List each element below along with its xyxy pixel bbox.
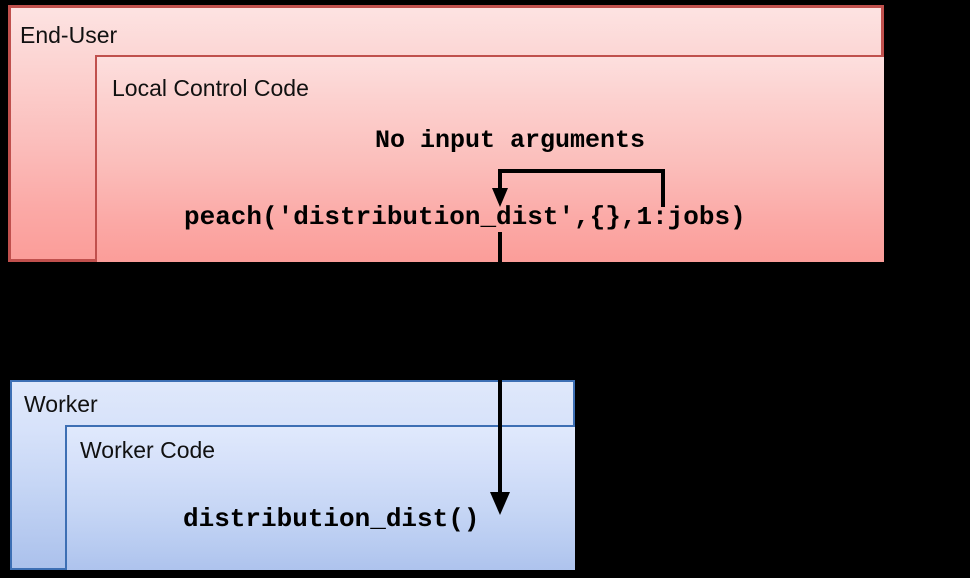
local-control-code-block: [95, 55, 884, 262]
worker-code-label: Worker Code: [80, 437, 216, 463]
local-control-code-label: Local Control Code: [112, 75, 309, 101]
peach-call-code: peach('distribution_dist',{},1:jobs): [184, 202, 746, 232]
end-user-label: End-User: [20, 22, 118, 48]
no-input-arguments-note: No input arguments: [375, 126, 646, 155]
worker-function-call-code: distribution_dist(): [183, 504, 480, 534]
worker-label: Worker: [24, 391, 98, 417]
